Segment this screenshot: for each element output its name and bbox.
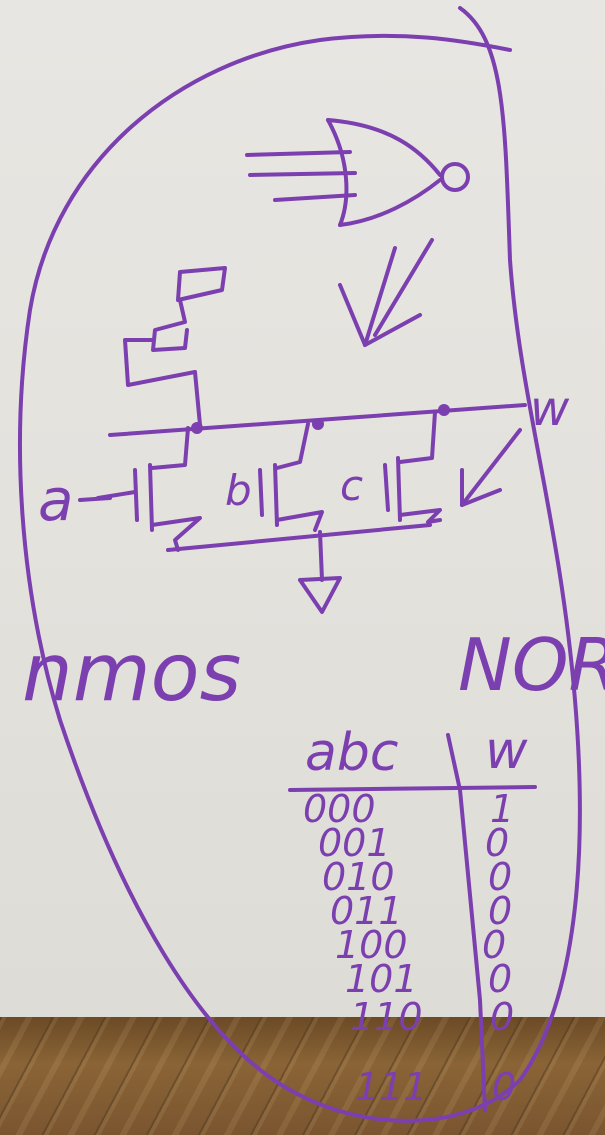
junction-dot xyxy=(312,418,324,430)
table-divider xyxy=(446,733,487,1112)
table-row-w: 0 xyxy=(488,957,512,1001)
transistor-c xyxy=(383,410,442,524)
table-header-inputs: abc xyxy=(305,723,398,783)
table-row-w: 0 xyxy=(482,923,506,967)
whiteboard xyxy=(0,0,605,1017)
junction-dot xyxy=(191,422,203,434)
ground-icon xyxy=(298,530,342,614)
table-row-abc: 000 xyxy=(303,787,376,831)
input-b-label: b xyxy=(225,466,252,515)
table-row-abc: 001 xyxy=(318,821,391,865)
input-a-label: a xyxy=(38,466,74,534)
output-w-label: w xyxy=(530,381,570,437)
nor-gate-symbol xyxy=(245,118,470,227)
wooden-floor xyxy=(0,1017,605,1135)
pointer-arrow-icon xyxy=(460,428,522,507)
junction-dot xyxy=(438,404,450,416)
table-row-w: 0 xyxy=(490,995,514,1039)
pullup-resistor xyxy=(123,266,227,427)
table-row-abc: 110 xyxy=(350,995,423,1039)
arrow-icon xyxy=(338,238,434,347)
table-header-output: w xyxy=(485,721,528,781)
table-row-abc: 010 xyxy=(322,855,395,899)
ground-rail xyxy=(166,523,432,552)
enclosing-loop xyxy=(18,6,582,1123)
transistor-a xyxy=(96,426,202,552)
input-c-label: c xyxy=(340,461,363,510)
gate-label: NOR xyxy=(458,623,605,707)
table-row-abc: 011 xyxy=(330,889,403,933)
transistor-b xyxy=(258,422,324,532)
table-row-abc: 101 xyxy=(345,957,418,1001)
table-row-w: 0 xyxy=(488,889,512,933)
table-row-abc: 100 xyxy=(335,923,408,967)
truth-table: 000 1 001 0 010 0 011 0 100 0 101 0 110 … xyxy=(303,787,516,1109)
table-header-line xyxy=(288,785,537,792)
technology-label: nmos xyxy=(22,626,241,719)
table-row-w: 1 xyxy=(490,787,514,831)
table-row-abc: 111 xyxy=(355,1065,428,1109)
table-row-w: 0 xyxy=(488,855,512,899)
table-row-w: 0 xyxy=(485,821,509,865)
table-row-w: 0 xyxy=(492,1065,516,1109)
